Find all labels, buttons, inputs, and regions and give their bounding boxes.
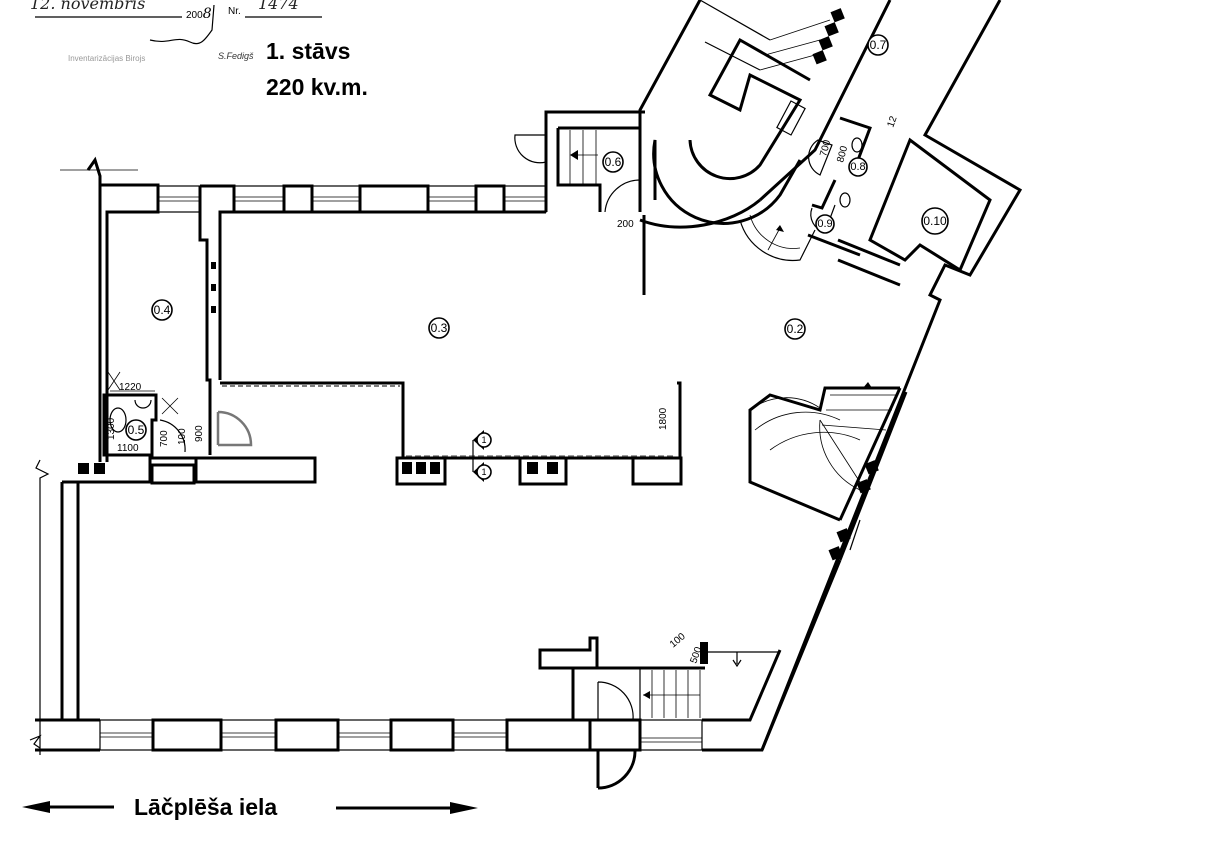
dim-1300: 1300	[106, 417, 117, 440]
street-arrow-left	[22, 801, 114, 813]
dim-100: 100	[177, 428, 188, 445]
room-label-0.2: 0.2	[784, 318, 806, 340]
svg-text:0.9: 0.9	[817, 218, 832, 230]
year-prefix-text: 200	[186, 10, 203, 21]
lower-walls	[35, 456, 841, 755]
stair-06	[514, 110, 646, 295]
wc-room	[102, 371, 186, 457]
handwritten-date: 12. novembris	[30, 0, 146, 13]
bottom-facade	[29, 559, 842, 752]
signature-stroke	[149, 4, 215, 45]
dim-700: 700	[159, 430, 170, 447]
dim-1800: 1800	[658, 407, 669, 430]
floor-title: 1. stāvs	[266, 38, 351, 64]
room-label-0.7: 0.7	[867, 34, 889, 56]
dim-12: 12	[885, 114, 899, 129]
svg-text:0.7: 0.7	[870, 38, 887, 52]
vent-icon	[211, 262, 216, 269]
room-label-0.4: 0.4	[151, 299, 173, 321]
dim-200: 200	[617, 219, 634, 230]
chimney-flues	[78, 462, 558, 474]
spiral-staircase	[748, 382, 900, 491]
dim-800-wc: 800	[835, 144, 850, 163]
vent-icon	[211, 306, 216, 313]
svg-text:0.10: 0.10	[923, 214, 947, 228]
partition-wall	[220, 381, 405, 458]
section-marker-bottom: 1	[473, 462, 492, 482]
dim-1220: 1220	[119, 382, 142, 393]
dim-100-entrance: 100	[668, 631, 688, 650]
vent-icon	[211, 284, 216, 291]
street-name: Lāčplēša iela	[134, 794, 278, 820]
room-label-0.10: 0.10	[921, 207, 949, 235]
wc-block	[807, 116, 872, 257]
svg-text:0.6: 0.6	[605, 155, 622, 169]
section-marker-top: 1	[473, 430, 492, 450]
svg-text:0.4: 0.4	[154, 303, 171, 317]
svg-text:0.5: 0.5	[128, 423, 145, 437]
faded-caption: Inventarizācijas Birojs	[68, 54, 146, 63]
year-suffix-text: 8	[202, 6, 212, 22]
handwritten-number: 1474	[258, 0, 299, 13]
outer-wall-left	[86, 156, 102, 462]
floor-area: 220 kv.m.	[266, 74, 368, 100]
svg-text:1: 1	[481, 467, 486, 477]
partition-wall-right	[677, 381, 682, 458]
top-facade	[100, 183, 547, 455]
svg-text:1: 1	[481, 435, 486, 445]
dim-900: 900	[194, 425, 205, 442]
upper-stair-hall	[638, 0, 831, 262]
door-swing	[216, 410, 253, 447]
room-label-0.3: 0.3	[428, 317, 450, 339]
room-label-0.8: 0.8	[848, 157, 868, 177]
signature-caption: S.Fedigš	[218, 51, 254, 61]
number-label: Nr.	[228, 6, 241, 17]
year-prefix: 2008	[186, 6, 212, 22]
dim-700-wc: 700	[818, 138, 833, 157]
room-label-0.6: 0.6	[602, 151, 624, 173]
svg-text:0.3: 0.3	[431, 321, 448, 335]
right-wing-walls	[758, 0, 1023, 751]
chimney-flues-right	[812, 8, 879, 561]
svg-text:0.8: 0.8	[850, 161, 865, 173]
hatched-step	[700, 642, 708, 664]
room-label-0.5: 0.5	[125, 419, 147, 441]
room-label-0.9: 0.9	[815, 214, 835, 234]
street-arrow-right	[336, 802, 478, 814]
dim-1100: 1100	[117, 443, 139, 454]
svg-text:0.2: 0.2	[787, 322, 804, 336]
bottom-entrance	[538, 636, 778, 790]
